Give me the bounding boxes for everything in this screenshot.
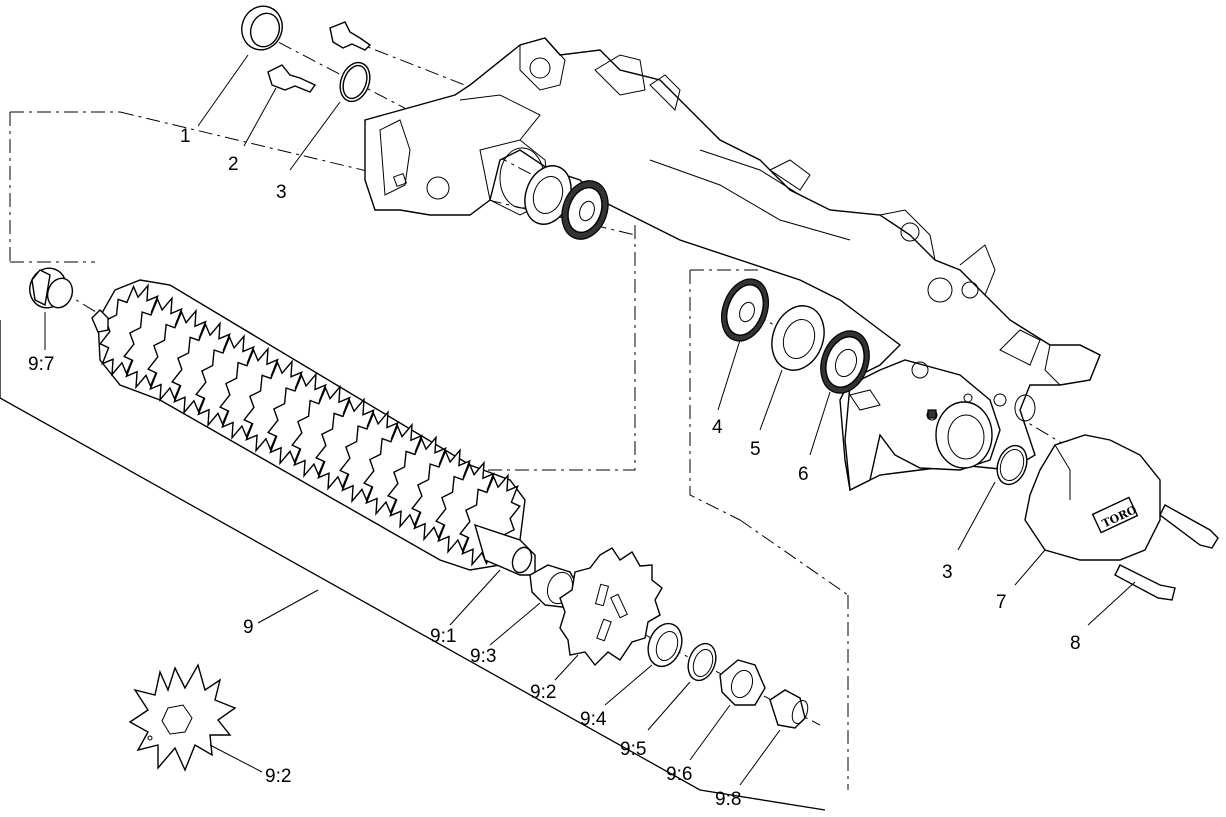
callout-5: 5 <box>750 439 761 460</box>
callout-9-7: 9:7 <box>28 354 54 375</box>
callout-3-right: 3 <box>942 562 953 583</box>
callout-3-top: 3 <box>276 182 287 203</box>
callout-9-5: 9:5 <box>620 739 646 760</box>
callout-9-4: 9:4 <box>580 709 607 730</box>
callout-9-6: 9:6 <box>666 764 692 785</box>
callout-9-2: 9:2 <box>530 682 556 703</box>
callout-8: 8 <box>1070 633 1081 654</box>
tine-blade <box>315 397 377 491</box>
tine-blade <box>171 321 233 415</box>
lower-bearing-set <box>721 278 1028 486</box>
tine-blade <box>123 296 185 390</box>
callout-7: 7 <box>996 592 1007 613</box>
callout-9-1: 9:1 <box>430 626 456 647</box>
callout-2: 2 <box>228 154 239 175</box>
tine-blade <box>363 422 425 516</box>
tine-blade <box>459 473 521 567</box>
top-hardware <box>241 5 372 103</box>
tine-blade <box>411 448 473 542</box>
upper-bearing-set <box>524 165 609 240</box>
tine-blade <box>387 435 449 529</box>
callouts: 1 2 3 4 5 6 3 7 8 9 9:1 9:3 9:2 9:4 9:5 … <box>28 126 1081 810</box>
tine-blade <box>339 410 401 504</box>
tine-blade <box>291 384 353 478</box>
tine-blade <box>267 372 329 466</box>
tine-rotor <box>29 267 536 576</box>
callout-9-2-sprocket: 9:2 <box>265 766 291 787</box>
callout-9-3: 9:3 <box>470 646 496 667</box>
rotor-hardware <box>128 547 809 772</box>
main-housing <box>364 37 1101 492</box>
tine-blade <box>147 308 209 402</box>
callout-1: 1 <box>180 126 191 147</box>
tine-blade <box>219 346 281 440</box>
tine-blade <box>435 460 497 554</box>
tine-blade <box>243 359 305 453</box>
callout-9: 9 <box>243 617 254 638</box>
tine-blade <box>195 334 257 428</box>
callout-6: 6 <box>798 464 809 485</box>
cover-and-bolts: TORO <box>1024 434 1219 601</box>
callout-4: 4 <box>712 417 723 438</box>
callout-9-8: 9:8 <box>715 789 741 810</box>
leader-lines <box>0 54 1136 811</box>
